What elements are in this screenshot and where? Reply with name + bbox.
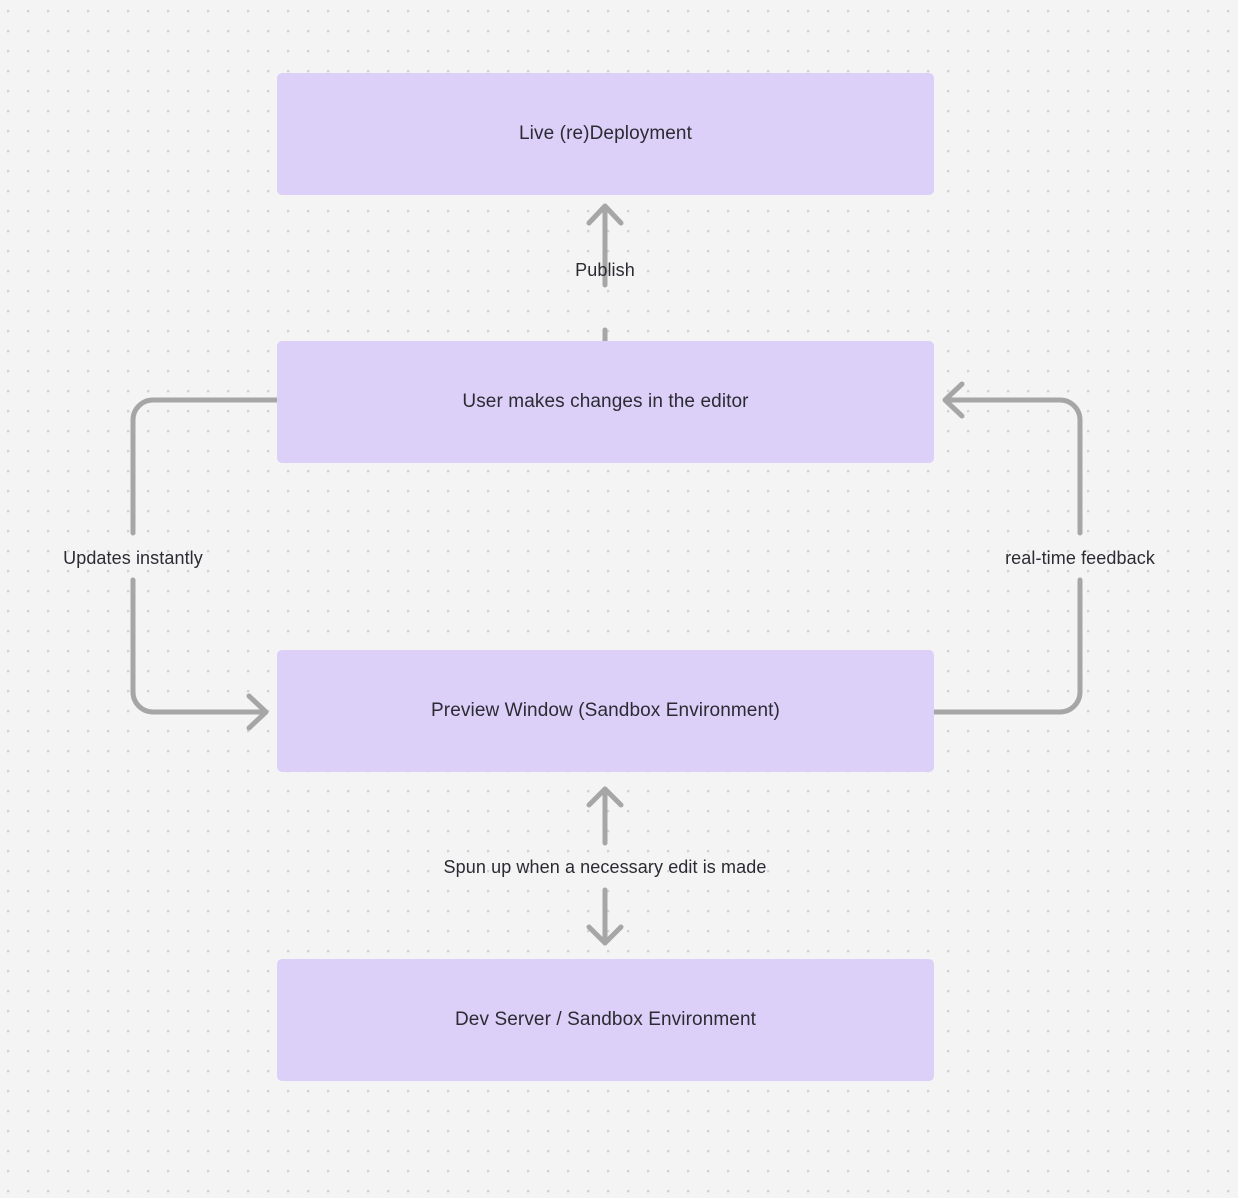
node-label-preview-window: Preview Window (Sandbox Environment) — [431, 699, 780, 721]
edge-label-real-time-feedback: real-time feedback — [1005, 548, 1155, 568]
edge-label-updates-instantly: Updates instantly — [63, 548, 203, 568]
node-label-live-deployment: Live (re)Deployment — [519, 122, 692, 144]
node-dev-server[interactable]: Dev Server / Sandbox Environment — [277, 959, 934, 1081]
node-label-user-edits: User makes changes in the editor — [462, 390, 749, 412]
edge-label-spun-up: Spun up when a necessary edit is made — [443, 857, 767, 877]
node-user-edits[interactable]: User makes changes in the editor — [277, 341, 934, 463]
node-live-deployment[interactable]: Live (re)Deployment — [277, 73, 934, 195]
edge-label-publish: Publish — [575, 260, 635, 280]
node-preview-window[interactable]: Preview Window (Sandbox Environment) — [277, 650, 934, 772]
node-label-dev-server: Dev Server / Sandbox Environment — [454, 1008, 756, 1030]
